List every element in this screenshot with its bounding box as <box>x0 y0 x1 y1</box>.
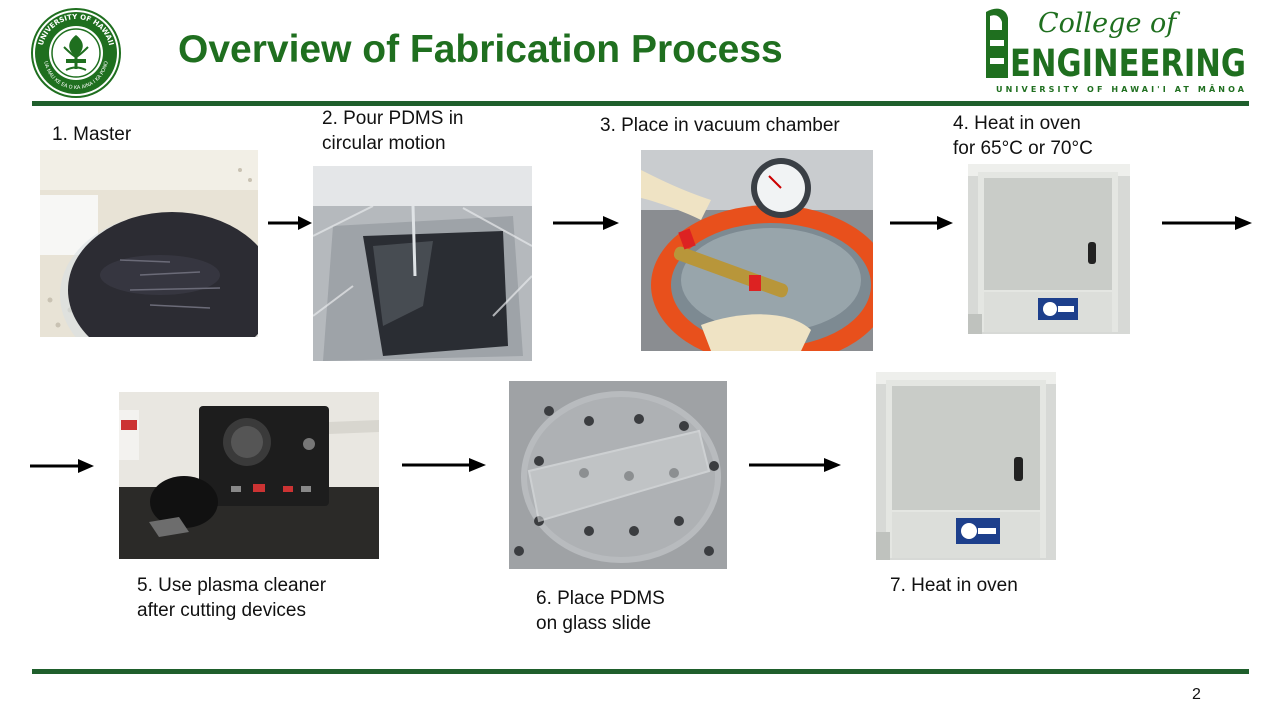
header-divider <box>32 101 1249 106</box>
step-6-label-line-1: 6. Place PDMS <box>536 588 665 609</box>
step-2-label-line-2: circular motion <box>322 133 446 154</box>
logo-college-of-text: College of <box>1038 8 1180 39</box>
silicon-wafer-master-photo <box>40 150 258 337</box>
step-5-label: 5. Use plasma cleaner after cutting devi… <box>137 573 326 623</box>
page-number: 2 <box>1192 686 1201 703</box>
plasma-cleaner-photo <box>119 392 379 559</box>
arrow-right-icon <box>1162 215 1252 231</box>
logo-university-text: UNIVERSITY OF HAWAI'I AT MĀNOA <box>996 84 1245 94</box>
step-4-label: 4. Heat in oven for 65°C or 70°C <box>953 111 1093 161</box>
pdms-glass-slide-photo <box>509 381 727 569</box>
step-7-label-line-1: 7. Heat in oven <box>890 575 1018 596</box>
step-1-label-line-1: 1. Master <box>52 124 132 145</box>
step-4-label-line-1: 4. Heat in oven <box>953 113 1081 134</box>
arrow-right-icon <box>268 215 312 231</box>
footer-divider <box>32 669 1249 674</box>
step-5-label-line-2: after cutting devices <box>137 600 306 621</box>
oven-photo <box>876 372 1056 560</box>
step-1-label: 1. Master <box>52 122 131 147</box>
slide-title: Overview of Fabrication Process <box>178 28 783 71</box>
step-6-label-line-2: on glass slide <box>536 613 652 634</box>
step-5-label-line-1: 5. Use plasma cleaner <box>137 575 327 596</box>
step-3-label-line-1: 3. Place in vacuum chamber <box>600 115 840 136</box>
step-7-label: 7. Heat in oven <box>890 573 1018 598</box>
university-seal-logo: UNIVERSITY OF HAWAII UA MAU KE EA O KA A… <box>30 7 122 99</box>
oven-photo <box>968 164 1130 334</box>
pdms-pour-photo <box>313 166 532 361</box>
arrow-right-icon <box>402 457 486 473</box>
college-of-engineering-logo: College of ENGINEERING UNIVERSITY OF HAW… <box>982 4 1248 96</box>
logo-engineering-text: ENGINEERING <box>1010 42 1246 85</box>
step-3-label: 3. Place in vacuum chamber <box>600 113 840 138</box>
step-2-label-line-1: 2. Pour PDMS in <box>322 108 464 129</box>
step-2-label: 2. Pour PDMS in circular motion <box>322 106 464 156</box>
arrow-right-icon <box>749 457 841 473</box>
vacuum-chamber-photo <box>641 150 873 351</box>
arrow-right-icon <box>890 215 953 231</box>
arrow-right-icon <box>553 215 619 231</box>
step-6-label: 6. Place PDMS on glass slide <box>536 586 665 636</box>
arrow-right-icon <box>30 458 94 474</box>
step-4-label-line-2: for 65°C or 70°C <box>953 138 1093 159</box>
